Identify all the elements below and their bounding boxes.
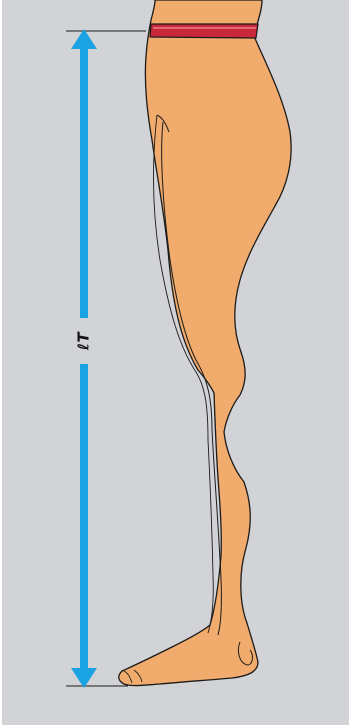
- label-backdrop: [76, 318, 92, 364]
- arrow-head-top: [71, 29, 97, 49]
- toe-detail: [123, 669, 143, 684]
- length-arrow: [71, 29, 97, 688]
- arrow-head-bottom: [71, 668, 97, 688]
- leg-figure: [118, 0, 292, 687]
- waistband: [149, 23, 259, 39]
- hip-crease: [156, 114, 170, 133]
- leg-inner-contour: [161, 121, 222, 636]
- leg-front-contour: [153, 114, 214, 634]
- waistband-band: [149, 23, 259, 39]
- measurement-label: ℓT: [74, 331, 93, 351]
- ankle-detail: [237, 641, 253, 666]
